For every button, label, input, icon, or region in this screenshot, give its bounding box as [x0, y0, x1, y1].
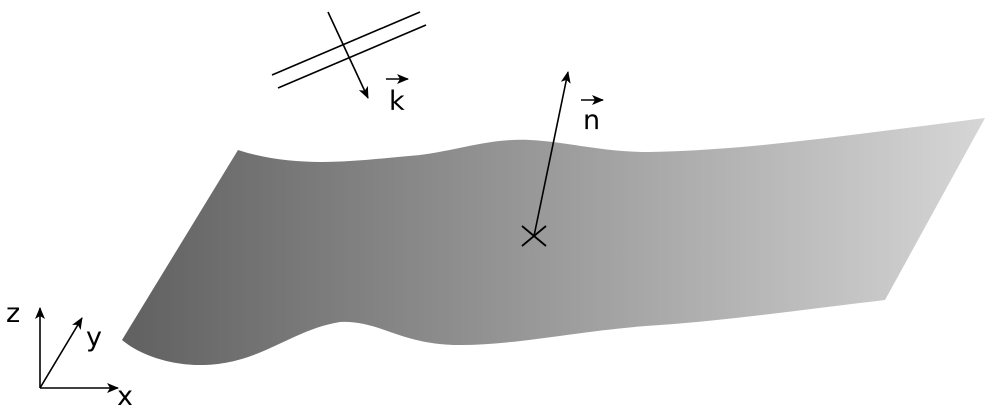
axis-y-label: y: [86, 322, 102, 353]
axis-z-label: z: [6, 298, 20, 329]
normal-vector-label: n: [583, 105, 600, 136]
axis-y-arrow: [39, 317, 83, 389]
wave-vector-label: k: [389, 86, 405, 117]
wave-vector-arrow: [327, 11, 369, 99]
wavefront-line-upper: [271, 11, 421, 76]
axis-x-label: x: [117, 381, 133, 405]
normal-vector-arrow: [533, 71, 571, 237]
wavy-surface: [122, 118, 985, 365]
wavefront-line-lower: [277, 24, 427, 89]
